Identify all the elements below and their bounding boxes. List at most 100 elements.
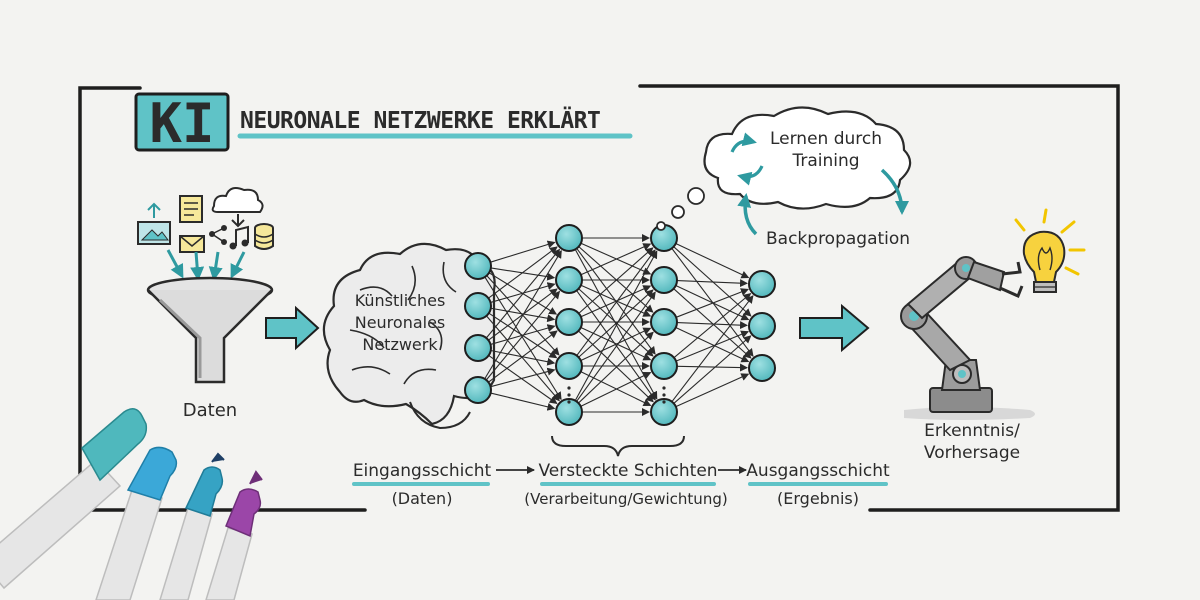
output-layer-sub: (Ergebnis): [777, 489, 859, 508]
network-edge: [488, 246, 558, 299]
share-icon: [209, 225, 227, 245]
document-icon: [179, 195, 203, 223]
network-edge: [676, 321, 749, 330]
network-edge: [488, 355, 558, 404]
markers: [0, 408, 263, 600]
network-edges: [484, 234, 754, 416]
network-edge: [580, 285, 652, 318]
layer-labels: Eingangsschicht (Daten) Versteckte Schic…: [352, 461, 890, 508]
cloud-label-line1: Lernen durch: [770, 129, 882, 149]
robot-arm-icon: [900, 256, 1035, 420]
network-edge: [580, 243, 652, 276]
network-edge: [580, 327, 652, 362]
network-edge: [490, 282, 556, 303]
network-edge: [485, 290, 561, 381]
cloud-download-icon: [211, 187, 264, 228]
input-layer-name: Eingangsschicht: [353, 461, 492, 481]
network-edge: [673, 335, 752, 404]
network-edge: [580, 371, 652, 407]
network-edge: [490, 392, 556, 411]
brain-label: Künstliches Neuronales Netzwerk: [355, 291, 446, 354]
marker-teal-small: [159, 452, 225, 600]
network-edge: [484, 276, 562, 401]
network-edge: [675, 288, 749, 318]
network-edge: [676, 363, 749, 372]
ellipsis-dots: [567, 386, 666, 404]
thought-cloud: Lernen durch Training: [656, 106, 912, 231]
header-badge-bg: [134, 92, 230, 152]
network-edge: [486, 315, 560, 402]
hidden-layer-name: Versteckte Schichten: [538, 461, 717, 481]
brain-label-line2: Neuronales: [355, 313, 446, 332]
network-node-layer-1: [464, 376, 492, 404]
database-icon: [254, 223, 274, 250]
network-edge: [675, 330, 750, 362]
marker-purple: [205, 470, 263, 600]
neural-network: [464, 224, 776, 426]
network-edge: [490, 324, 556, 345]
hidden-layers-brace: [551, 435, 685, 457]
network-edge: [673, 292, 752, 359]
network-edge: [580, 326, 652, 361]
network-node-layer-2: [555, 224, 583, 252]
frame: [78, 84, 1120, 512]
refresh-icon: [730, 132, 764, 186]
network-edge: [490, 367, 556, 388]
page-title: NEURONALE NETZWERKE ERKLÄRT: [240, 106, 600, 134]
network-edge: [490, 240, 556, 263]
network-edge: [578, 331, 654, 404]
image-icon: [137, 202, 171, 245]
data-icons: [137, 187, 274, 281]
network-edge: [676, 279, 749, 288]
marker-teal: [0, 408, 148, 590]
header-badge: KI: [149, 92, 214, 155]
network-node-layer-1: [464, 334, 492, 362]
arrow-to-output: [799, 303, 870, 353]
network-node-layer-2: [555, 352, 583, 380]
marker-blue: [95, 446, 178, 600]
output-layer-name: Ausgangsschicht: [746, 461, 890, 481]
brain-label-line3: Netzwerk: [362, 335, 438, 354]
network-edge: [576, 291, 656, 402]
backprop-arrows: [737, 168, 909, 236]
funnel-label: Daten: [183, 400, 237, 421]
network-node-layer-1: [464, 292, 492, 320]
network-node-layer-3: [650, 398, 678, 426]
lightbulb-icon: [1014, 208, 1086, 293]
input-layer-sub: (Daten): [392, 489, 453, 508]
network-edge: [671, 295, 754, 403]
brain-label-line1: Künstliches: [355, 291, 446, 310]
network-edge: [580, 242, 652, 275]
network-edge: [675, 327, 750, 363]
network-node-layer-2: [555, 308, 583, 336]
network-edge: [488, 330, 558, 383]
network-edge: [576, 249, 656, 356]
network-node-layer-4: [748, 312, 776, 340]
network-edge: [485, 248, 561, 339]
network-edge: [675, 285, 750, 321]
mail-icon: [179, 235, 205, 253]
network-node-layer-3: [650, 266, 678, 294]
arrow-to-network: [265, 305, 320, 351]
output-label-line2: Vorhersage: [924, 443, 1020, 463]
brain: [322, 242, 496, 430]
hidden-layer-sub: (Verarbeitung/Gewichtung): [524, 490, 727, 508]
network-edge: [576, 290, 656, 401]
network-edge: [675, 243, 750, 279]
network-edge: [675, 373, 750, 408]
network-node-layer-3: [650, 308, 678, 336]
network-edge: [580, 284, 652, 317]
output-label-line1: Erkenntnis/: [924, 421, 1020, 441]
network-edge: [484, 250, 562, 380]
funnel: [146, 276, 274, 384]
backprop-label: Backpropagation: [766, 229, 910, 249]
header: KI NEURONALE NETZWERKE ERKLÄRT: [134, 92, 633, 155]
network-node-layer-2: [555, 398, 583, 426]
network-edge: [580, 371, 652, 407]
network-node-layer-4: [748, 270, 776, 298]
network-edge: [578, 289, 654, 358]
network-nodes: [464, 224, 776, 426]
network-node-layer-1: [464, 252, 492, 280]
cloud-label-line2: Training: [791, 151, 859, 171]
